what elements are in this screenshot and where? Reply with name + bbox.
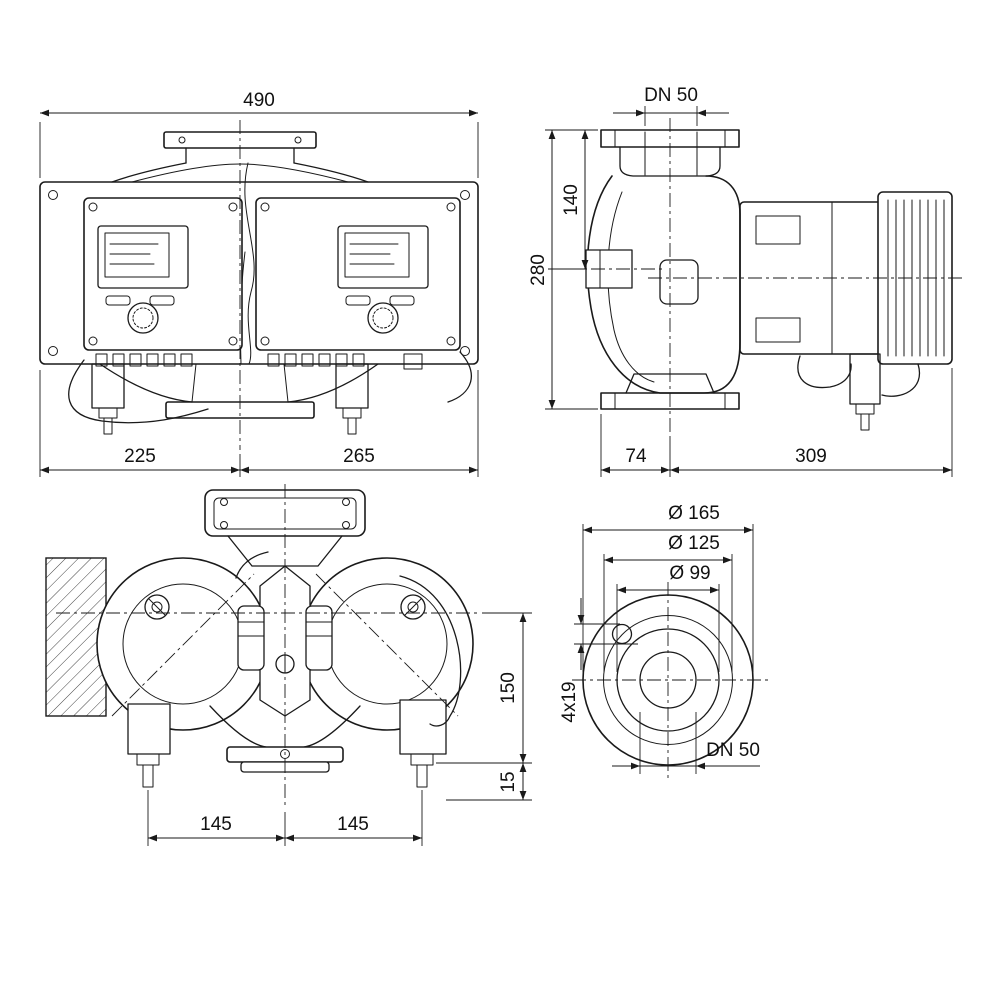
front-view-dimensions: 490 225 265 [39, 90, 479, 477]
cable-right [447, 351, 472, 403]
side-view-geometry [566, 118, 966, 432]
side-nameplate [659, 259, 699, 305]
side-cable-2 [881, 363, 921, 397]
cable-left [68, 359, 209, 424]
front-feet [91, 363, 369, 435]
cable-glands [95, 353, 423, 370]
front-view-geometry [39, 120, 479, 450]
dim-label-side-nominal: DN 50 [644, 85, 698, 106]
plan-turret-right [305, 605, 333, 671]
side-view: DN 50 140 280 74 309 [528, 85, 966, 477]
button-right-1 [345, 295, 371, 306]
dim-label-flange-holes: 4x19 [559, 681, 580, 722]
plan-view: 145 145 150 15 [45, 484, 532, 846]
plan-view-dimensions: 145 145 150 15 [147, 612, 532, 846]
clamp-eye-right [400, 594, 426, 620]
side-electronics-module [877, 191, 953, 365]
front-backplate [39, 181, 479, 365]
clamp-eye-left [144, 594, 170, 620]
plan-cable-left [235, 551, 269, 579]
side-view-dimensions: DN 50 140 280 74 309 [528, 85, 953, 477]
display-right [337, 225, 429, 289]
side-cable-1 [797, 355, 852, 389]
flange-view: Ø 165 Ø 125 Ø 99 4x19 DN 50 [559, 503, 770, 782]
dim-label-side-total-height: 280 [528, 254, 549, 286]
flange-view-dimensions: Ø 165 Ø 125 Ø 99 4x19 DN 50 [559, 503, 760, 774]
control-module-right [255, 197, 461, 351]
side-motor [739, 191, 953, 365]
button-right-2 [389, 295, 415, 306]
dim-label-plan-right: 145 [337, 814, 369, 835]
control-module-left [83, 197, 243, 351]
plan-foot-left [127, 703, 171, 788]
button-left-1 [105, 295, 131, 306]
plan-foot-right [399, 699, 447, 788]
front-view: 490 225 265 [39, 90, 479, 477]
knob-left [127, 302, 159, 334]
button-left-2 [149, 295, 175, 306]
plan-cable-right [399, 575, 462, 727]
dim-label-flange-outer: Ø 165 [668, 503, 720, 524]
dim-label-plan-base: 15 [498, 771, 519, 792]
hatched-wall-block [45, 557, 107, 717]
dim-label-flange-face: Ø 99 [669, 563, 710, 584]
dim-label-flange-bolt-circle: Ø 125 [668, 533, 720, 554]
dim-label-side-motor: 309 [795, 446, 827, 467]
dim-label-side-port-height: 140 [561, 184, 582, 216]
plan-view-geometry [45, 484, 478, 808]
dim-label-front-right: 265 [343, 446, 375, 467]
dim-label-flange-nominal: DN 50 [706, 740, 760, 761]
dim-label-plan-left: 145 [200, 814, 232, 835]
side-foot [849, 353, 881, 431]
display-left [97, 225, 189, 289]
dim-label-plan-axis-base: 150 [498, 672, 519, 704]
dim-label-front-total-width: 490 [243, 90, 275, 111]
plan-turret-left [237, 605, 265, 671]
dim-label-side-front: 74 [625, 446, 647, 467]
dim-label-front-left: 225 [124, 446, 156, 467]
flange-view-geometry [572, 582, 770, 782]
knob-right [367, 302, 399, 334]
flange-bolt-hole [611, 623, 633, 645]
